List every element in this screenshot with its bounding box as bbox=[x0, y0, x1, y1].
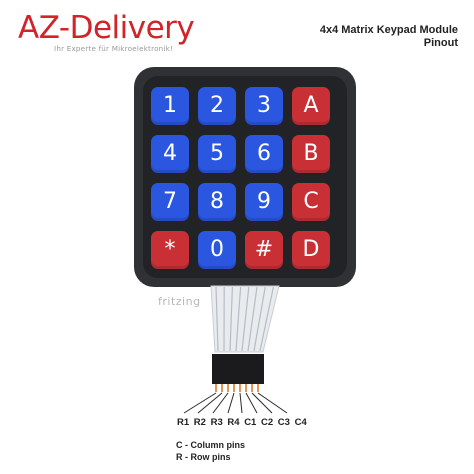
ribbon-trace bbox=[241, 286, 250, 352]
key-3[interactable]: 3 bbox=[245, 87, 283, 125]
key-*[interactable]: * bbox=[151, 231, 189, 269]
pin-lead-c1 bbox=[239, 392, 243, 414]
ribbon-band bbox=[210, 285, 280, 353]
pin-lead-r1 bbox=[183, 392, 217, 414]
connector bbox=[212, 354, 264, 384]
az-delivery-logo: AZ-Delivery Ihr Experte für Mikroelektro… bbox=[18, 10, 218, 62]
ribbon-trace bbox=[229, 286, 233, 352]
key-9[interactable]: 9 bbox=[245, 183, 283, 221]
pin-lead-c2 bbox=[245, 392, 258, 414]
legend-column-pins: C - Column pins bbox=[176, 440, 245, 450]
pin-label-c2: C2 bbox=[260, 417, 274, 428]
page-title: 4x4 Matrix Keypad Module bbox=[319, 24, 458, 36]
pin-label-r2: R2 bbox=[193, 417, 206, 428]
pin-legend: C - Column pins R - Row pins bbox=[176, 439, 245, 463]
key-1[interactable]: 1 bbox=[151, 87, 189, 125]
pin-label-c3: C3 bbox=[277, 417, 290, 428]
key-5[interactable]: 5 bbox=[198, 135, 236, 173]
key-C[interactable]: C bbox=[292, 183, 330, 221]
pin-lead-c3 bbox=[251, 392, 273, 414]
ribbon-trace bbox=[259, 286, 274, 352]
fritzing-watermark: fritzing bbox=[158, 295, 201, 308]
key-#[interactable]: # bbox=[245, 231, 283, 269]
page-subtitle: Pinout bbox=[423, 37, 458, 49]
key-4[interactable]: 4 bbox=[151, 135, 189, 173]
logo-brand: AZ-Delivery bbox=[18, 10, 195, 46]
logo-tagline: Ihr Experte für Mikroelektronik! bbox=[54, 44, 174, 53]
key-B[interactable]: B bbox=[292, 135, 330, 173]
key-7[interactable]: 7 bbox=[151, 183, 189, 221]
pin-label-c1: C1 bbox=[244, 417, 257, 428]
key-A[interactable]: A bbox=[292, 87, 330, 125]
ribbon-trace bbox=[247, 286, 258, 352]
pin-label-r1: R1 bbox=[177, 417, 190, 428]
pin-label-r4: R4 bbox=[227, 417, 240, 428]
key-0[interactable]: 0 bbox=[198, 231, 236, 269]
pin-lead-r4 bbox=[227, 392, 235, 414]
pin-label-r3: R3 bbox=[210, 417, 223, 428]
ribbon-trace bbox=[215, 286, 219, 352]
pin-lead-r3 bbox=[212, 392, 229, 414]
page-heading: 4x4 Matrix Keypad Module Pinout bbox=[320, 24, 458, 50]
legend-row-pins: R - Row pins bbox=[176, 452, 231, 462]
key-6[interactable]: 6 bbox=[245, 135, 283, 173]
key-2[interactable]: 2 bbox=[198, 87, 236, 125]
pin-lead-r2 bbox=[197, 392, 223, 414]
ribbon-trace bbox=[235, 286, 242, 352]
key-8[interactable]: 8 bbox=[198, 183, 236, 221]
pin-lead-c4 bbox=[257, 392, 288, 414]
ribbon-trace bbox=[253, 286, 266, 352]
pin-labels: R1 R2 R3 R4 C1 C2 C3 C4 bbox=[177, 417, 308, 428]
pin-label-c4: C4 bbox=[294, 417, 307, 428]
key-D[interactable]: D bbox=[292, 231, 330, 269]
